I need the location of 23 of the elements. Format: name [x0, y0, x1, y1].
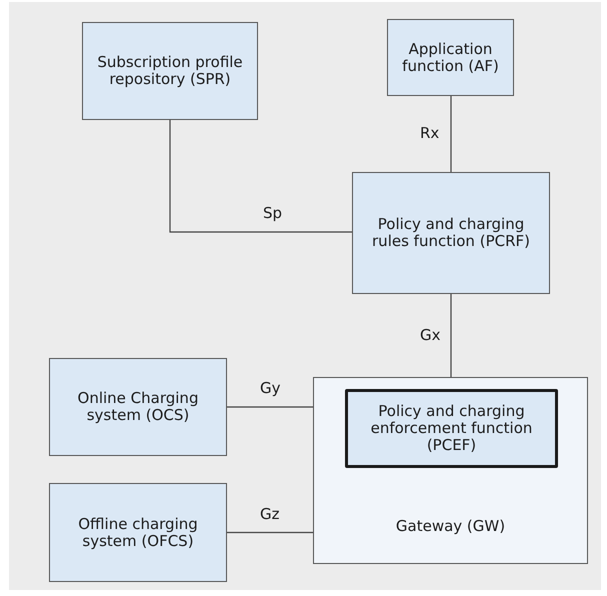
box-label: Policy and charging enforcement function (PCEF): [370, 403, 534, 454]
function-box: [49, 483, 227, 582]
connector-line: [450, 96, 452, 172]
function-box: [82, 22, 258, 120]
function-box: [387, 19, 514, 96]
edge-label: Sp: [261, 204, 284, 222]
gateway-box: [313, 377, 588, 564]
box-label: Gateway (GW): [394, 518, 506, 535]
function-box: [345, 389, 558, 468]
box-label: Online Charging system (OCS): [76, 390, 200, 424]
function-box: [352, 172, 550, 294]
box-label: Application function (AF): [401, 40, 500, 74]
box-label: Subscription profile repository (SPR): [96, 54, 244, 88]
connector-line: [227, 532, 313, 534]
box-label: Policy and charging rules function (PCRF): [371, 216, 531, 250]
connector-line: [227, 406, 313, 408]
connector-line: [450, 294, 452, 377]
box-label: Offline charging system (OFCS): [77, 516, 199, 550]
edge-label: Gy: [258, 379, 283, 397]
edge-label: Gz: [258, 504, 282, 522]
edge-label: Gx: [418, 326, 443, 344]
function-box: [49, 358, 227, 456]
connector-line: [169, 120, 352, 233]
